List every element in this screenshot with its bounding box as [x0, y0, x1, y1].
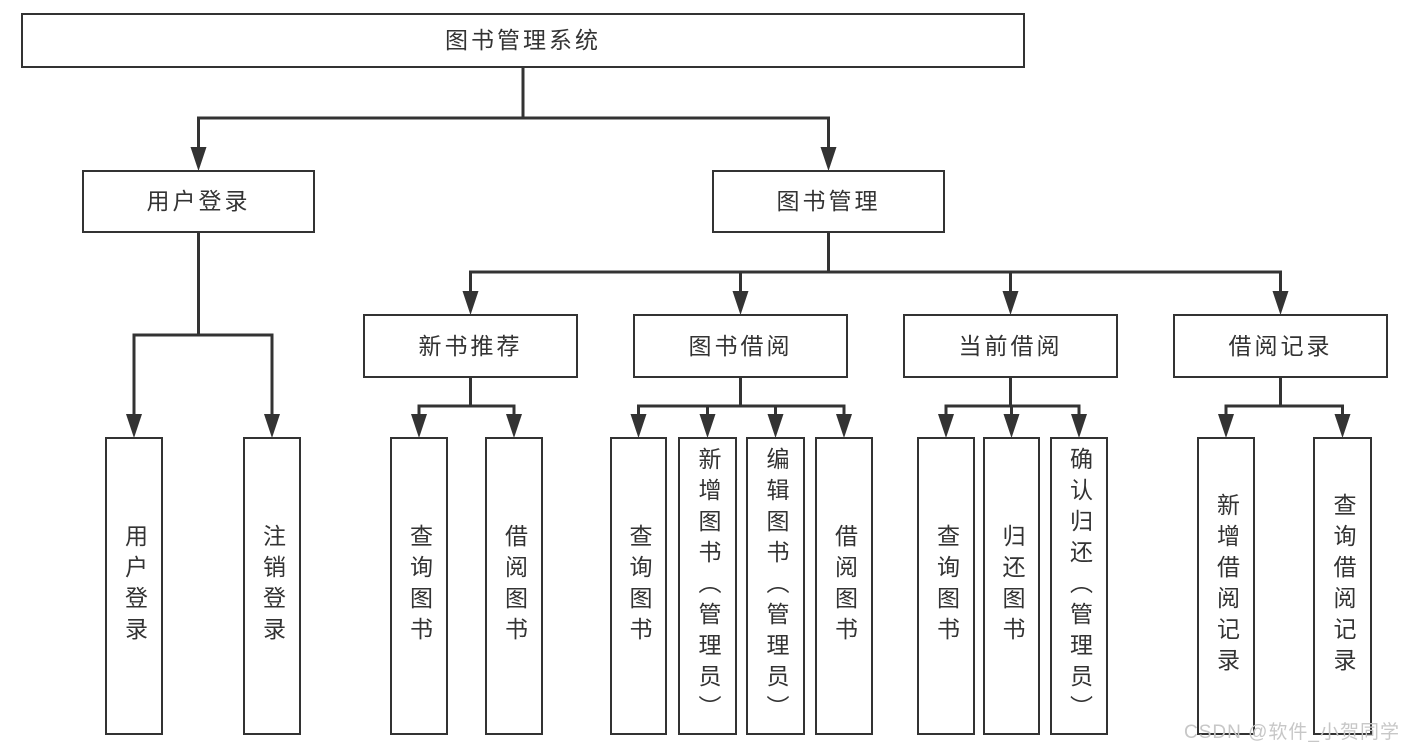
node-label-add-borrow-record: 新增借阅记录	[1213, 493, 1240, 679]
node-system-root: 图书管理系统	[21, 13, 1025, 68]
connector-new-book-rec	[411, 378, 522, 438]
node-current-borrow: 当前借阅	[903, 314, 1118, 378]
node-label-confirm-return-admin: 确认归还（管理员）	[1066, 446, 1093, 726]
node-book-mgmt-group: 图书管理	[712, 170, 945, 233]
arrowhead	[1272, 291, 1289, 315]
node-query-borrow-record: 查询借阅记录	[1313, 437, 1372, 735]
connector-system-root	[190, 68, 837, 171]
connector-user-login-group	[126, 233, 280, 438]
node-query-books-1: 查询图书	[390, 437, 448, 735]
arrowhead	[699, 414, 716, 438]
arrowhead	[767, 414, 784, 438]
node-label-user-login: 用户登录	[121, 524, 148, 648]
arrowhead	[1003, 414, 1020, 438]
arrowhead	[1334, 414, 1351, 438]
node-book-borrow: 图书借阅	[633, 314, 848, 378]
node-label-book-mgmt-group: 图书管理	[776, 188, 881, 214]
node-label-query-borrow-record: 查询借阅记录	[1330, 493, 1356, 679]
node-borrow-records: 借阅记录	[1173, 314, 1388, 378]
connector-borrow-records	[1218, 378, 1351, 438]
node-new-book-rec: 新书推荐	[363, 314, 578, 378]
arrowhead	[264, 414, 280, 438]
connector-book-borrow	[630, 378, 852, 438]
node-label-query-books-3: 查询图书	[933, 524, 960, 648]
arrowhead	[411, 414, 427, 438]
node-label-current-borrow: 当前借阅	[958, 332, 1063, 359]
node-user-login: 用户登录	[105, 437, 163, 735]
node-label-borrow-records: 借阅记录	[1228, 332, 1333, 359]
node-label-borrow-books-2: 借阅图书	[831, 524, 858, 648]
node-borrow-books-2: 借阅图书	[815, 437, 873, 735]
arrowhead	[462, 291, 479, 315]
node-label-borrow-books-1: 借阅图书	[501, 524, 528, 648]
node-user-login-group: 用户登录	[82, 170, 315, 233]
node-label-logout-login: 注销登录	[259, 524, 286, 648]
node-label-add-books-admin: 新增图书（管理员）	[695, 446, 721, 726]
node-label-system-root: 图书管理系统	[445, 27, 601, 53]
node-logout-login: 注销登录	[243, 437, 301, 735]
arrowhead	[126, 414, 142, 438]
arrowhead	[1218, 414, 1234, 438]
arrowhead	[1002, 291, 1019, 315]
arrowhead	[836, 414, 852, 438]
node-add-borrow-record: 新增借阅记录	[1197, 437, 1255, 735]
node-label-query-books-2: 查询图书	[626, 524, 652, 648]
arrowhead	[938, 414, 954, 438]
arrowhead	[820, 147, 837, 171]
arrowhead	[1071, 414, 1087, 438]
node-label-query-books-1: 查询图书	[406, 524, 433, 648]
arrowhead	[506, 414, 522, 438]
node-edit-books-admin: 编辑图书（管理员）	[746, 437, 805, 735]
node-label-user-login-group: 用户登录	[146, 188, 251, 214]
node-borrow-books-1: 借阅图书	[485, 437, 543, 735]
node-label-return-books: 归还图书	[999, 524, 1025, 648]
arrowhead	[732, 291, 749, 315]
node-add-books-admin: 新增图书（管理员）	[678, 437, 737, 735]
node-query-books-2: 查询图书	[610, 437, 667, 735]
node-label-book-borrow: 图书借阅	[688, 332, 793, 359]
node-confirm-return-admin: 确认归还（管理员）	[1050, 437, 1108, 735]
arrowhead	[630, 414, 647, 438]
node-label-edit-books-admin: 编辑图书（管理员）	[763, 446, 789, 726]
connector-book-mgmt-group	[462, 233, 1289, 315]
arrowhead	[190, 147, 207, 171]
node-query-books-3: 查询图书	[917, 437, 975, 735]
connector-current-borrow	[938, 378, 1087, 438]
node-label-new-book-rec: 新书推荐	[418, 332, 523, 359]
node-return-books: 归还图书	[983, 437, 1040, 735]
